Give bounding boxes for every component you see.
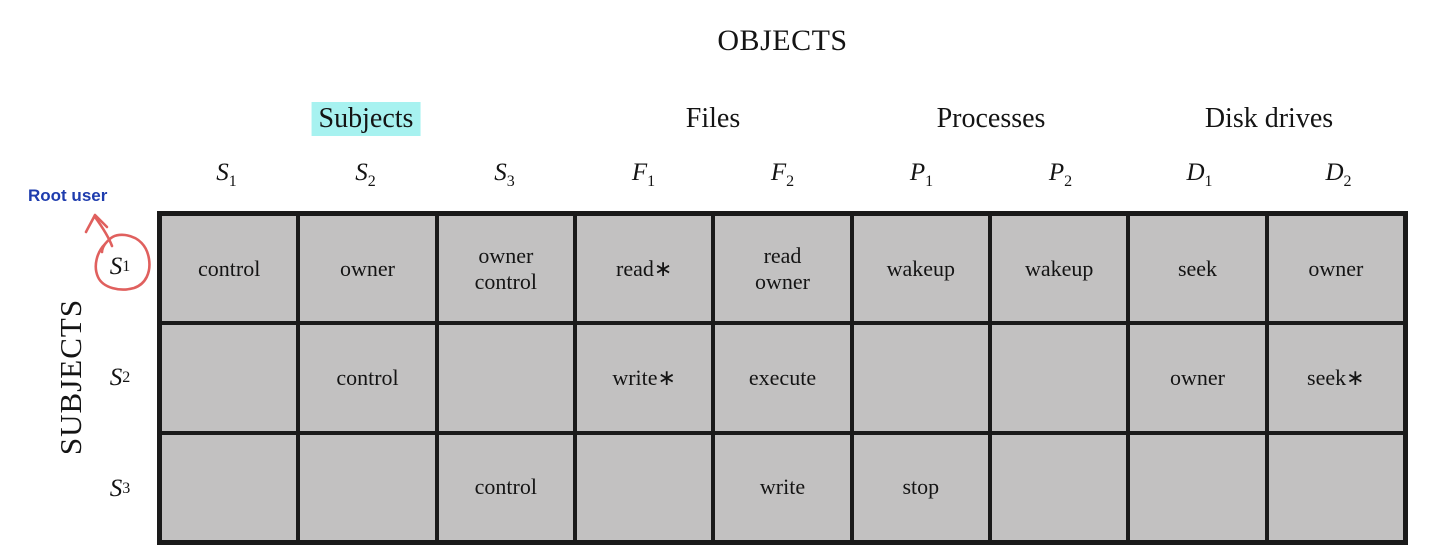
annotation-arrow-stem-icon bbox=[93, 215, 114, 248]
root-user-label: Root user bbox=[28, 186, 108, 205]
col-header-p1: P1 bbox=[909, 159, 934, 190]
annotation-arrow-head-icon bbox=[84, 213, 109, 234]
matrix-cell: execute bbox=[715, 325, 850, 431]
matrix-cell bbox=[576, 434, 712, 540]
matrix-cell: owner control bbox=[438, 216, 573, 322]
col-header-f1: F1 bbox=[631, 159, 656, 190]
group-header-subjects: Subjects bbox=[311, 102, 421, 136]
matrix-cell: write bbox=[715, 434, 850, 540]
matrix-cell bbox=[991, 325, 1127, 431]
matrix-cell bbox=[162, 434, 297, 540]
matrix-cell: owner bbox=[1268, 216, 1403, 322]
col-header-d2: D2 bbox=[1325, 159, 1352, 190]
matrix-cell: read∗ bbox=[576, 216, 712, 322]
matrix-cell: seek bbox=[1130, 216, 1265, 322]
col-header-s1: S1 bbox=[216, 159, 237, 190]
matrix-cell: owner bbox=[1130, 325, 1265, 431]
matrix-cell: stop bbox=[853, 434, 988, 540]
matrix-cell bbox=[162, 325, 297, 431]
column-header-row: S1 S2 S3 F1 F2 P1 P2 D1 D2 bbox=[157, 156, 1408, 190]
matrix-cell bbox=[1268, 434, 1403, 540]
matrix-cell: owner bbox=[300, 216, 435, 322]
access-matrix-grid: control owner owner control read∗ read o… bbox=[157, 211, 1408, 545]
col-header-f2: F2 bbox=[770, 159, 795, 190]
group-header-processes: Processes bbox=[936, 103, 1046, 134]
group-header-disk-drives: Disk drives bbox=[1204, 103, 1334, 134]
col-header-s2: S2 bbox=[355, 159, 376, 190]
group-header-files: Files bbox=[685, 103, 741, 134]
matrix-cell: write∗ bbox=[576, 325, 712, 431]
objects-axis-title: OBJECTS bbox=[717, 24, 848, 57]
matrix-cell bbox=[991, 434, 1127, 540]
col-header-s3: S3 bbox=[494, 159, 515, 190]
matrix-cell: control bbox=[162, 216, 297, 322]
matrix-cell bbox=[1130, 434, 1265, 540]
matrix-cell: control bbox=[300, 325, 435, 431]
matrix-cell: read owner bbox=[715, 216, 850, 322]
matrix-cell bbox=[853, 325, 988, 431]
matrix-cell: wakeup bbox=[991, 216, 1127, 322]
col-header-p2: P2 bbox=[1048, 159, 1073, 190]
matrix-cell bbox=[438, 325, 573, 431]
matrix-cell: control bbox=[438, 434, 573, 540]
col-header-d1: D1 bbox=[1186, 159, 1213, 190]
annotation-circle-icon bbox=[94, 233, 151, 291]
matrix-cell: wakeup bbox=[853, 216, 988, 322]
matrix-cell bbox=[300, 434, 435, 540]
matrix-cell: seek∗ bbox=[1268, 325, 1403, 431]
